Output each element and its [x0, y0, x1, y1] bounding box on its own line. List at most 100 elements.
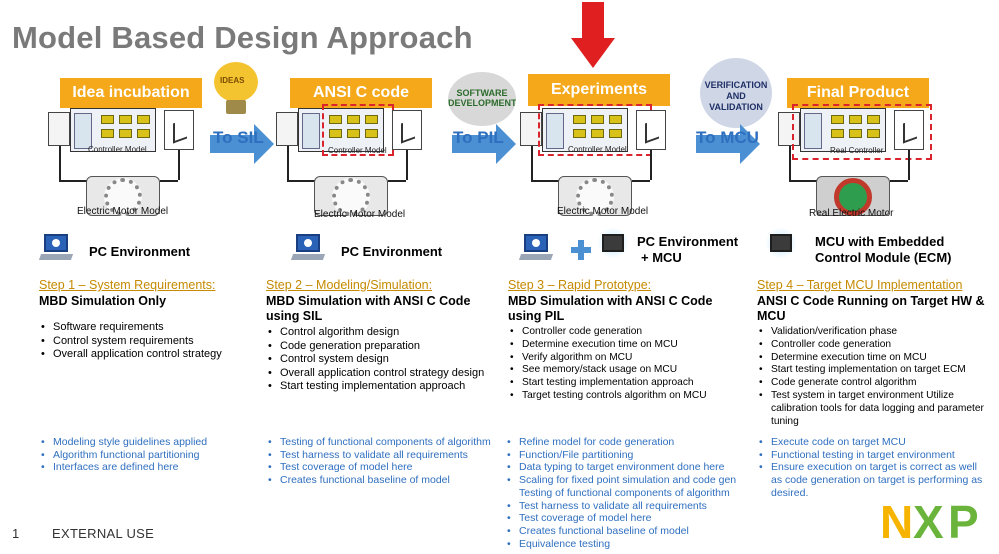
step-2-column: Step 2 – Modeling/Simulation: MBD Simula…	[266, 278, 502, 394]
to-sil-label: To SIL	[213, 128, 264, 147]
list-item: Start testing implementation approach	[266, 380, 502, 394]
step-heading: Step 2 – Modeling/Simulation:	[266, 278, 433, 292]
step-heading: Step 4 – Target MCU Implementation	[757, 278, 963, 292]
inverter-icon	[894, 110, 924, 150]
inverter-icon	[392, 110, 422, 150]
list-item: Verify algorithm on MCU	[508, 352, 748, 365]
motor-label: Electric Motor Model	[77, 206, 169, 217]
step-title: MBD Simulation with ANSI C Code using PI…	[508, 294, 713, 323]
feedback-block	[276, 112, 298, 146]
real-motor-icon	[816, 176, 890, 216]
motor-label: Electric Motor Model	[314, 209, 406, 220]
controller-model-block	[542, 108, 628, 152]
stage-experiments: Experiments	[528, 74, 670, 106]
diagram-experiments: Controller Model	[520, 104, 670, 223]
feedback-block	[520, 112, 542, 146]
list-item: Data typing to target environment done h…	[505, 461, 749, 474]
env-label: PC Environment	[341, 244, 443, 259]
stage-ansi-c-code: ANSI C code	[290, 78, 432, 108]
list-item: Software requirements	[39, 321, 271, 335]
step-1-column: Step 1 – System Requirements: MBD Simula…	[39, 278, 271, 362]
env-label-line2: + MCU	[641, 250, 682, 265]
feedback-block	[778, 112, 800, 146]
lightbulb-icon: IDEAS	[214, 62, 258, 118]
diagram-ansi-c-code: Controller Model	[276, 104, 426, 223]
to-pil-label: To PIL	[453, 128, 504, 147]
list-item: Creates functional baseline of model	[266, 474, 496, 487]
list-item: Control system requirements	[39, 335, 271, 349]
env-label-line2: Control Module (ECM)	[815, 250, 952, 265]
list-item: Overall application control strategy des…	[266, 367, 502, 381]
list-item: Target testing controls algorithm on MCU	[508, 390, 748, 403]
list-item: Execute code on target MCU	[757, 436, 989, 449]
list-item: See memory/stack usage on MCU	[508, 364, 748, 377]
list-item: Determine execution time on MCU	[508, 339, 748, 352]
pc-icon	[290, 232, 326, 262]
word-cloud-icon: SOFTWARE DEVELOPMENT	[448, 72, 516, 126]
controller-block	[800, 108, 886, 152]
pc-icon	[38, 232, 74, 262]
step-2-notes: Testing of functional components of algo…	[266, 436, 496, 487]
inverter-icon	[636, 110, 666, 150]
step-heading: Step 3 – Rapid Prototype:	[508, 278, 652, 292]
page-number: 1	[12, 526, 20, 541]
list-item: Code generate control algorithm	[757, 377, 989, 390]
arrow-to-pil-icon	[452, 124, 516, 164]
mcu-chip-icon	[594, 228, 632, 258]
red-down-arrow-icon	[571, 2, 615, 72]
list-item: Code generation preparation	[266, 340, 502, 354]
controller-label: Controller Model	[568, 145, 627, 154]
step-4-column: Step 4 – Target MCU Implementation ANSI …	[757, 278, 989, 428]
arrow-to-mcu-icon	[696, 124, 760, 164]
list-item: Test coverage of model here	[266, 461, 496, 474]
list-item: Validation/verification phase	[757, 326, 989, 339]
motor-label: Electric Motor Model	[557, 206, 649, 217]
highlight-box	[792, 104, 932, 160]
feedback-block	[48, 112, 70, 146]
step-title: MBD Simulation with ANSI C Code using SI…	[266, 294, 471, 323]
step-3-notes: Refine model for code generation Functio…	[505, 436, 749, 550]
list-item: Start testing implementation approach	[508, 377, 748, 390]
step-title: ANSI C Code Running on Target HW & MCU	[757, 294, 985, 323]
list-item: Controller code generation	[508, 326, 748, 339]
list-item: Scaling for fixed point simulation and c…	[505, 474, 749, 499]
mcu-chip-icon	[762, 228, 800, 258]
motor-icon	[558, 176, 632, 216]
page-title: Model Based Design Approach	[12, 20, 473, 55]
step-heading: Step 1 – System Requirements:	[39, 278, 216, 292]
diagram-final-product: Real Controller	[778, 104, 932, 223]
list-item: Determine execution time on MCU	[757, 352, 989, 365]
step-1-notes: Modeling style guidelines applied Algori…	[39, 436, 259, 474]
inverter-icon	[164, 110, 194, 150]
motor-icon	[314, 176, 388, 216]
arrow-to-sil-icon	[210, 124, 274, 164]
list-item: Modeling style guidelines applied	[39, 436, 259, 449]
plus-icon	[571, 240, 591, 260]
footer-classification: EXTERNAL USE	[52, 526, 155, 541]
controller-label: Real Controller	[830, 146, 884, 155]
motor-icon	[86, 176, 160, 216]
list-item: Testing of functional components of algo…	[266, 436, 496, 449]
controller-model-block	[298, 108, 384, 152]
env-label-line1: MCU with Embedded	[815, 234, 945, 249]
word-cloud-icon: VERIFICATION AND VALIDATION	[700, 58, 772, 128]
controller-label: Controller Model	[328, 146, 387, 155]
motor-label: Real Electric Motor	[809, 208, 894, 219]
list-item: Test system in target environment Utiliz…	[757, 390, 989, 428]
controller-label: Controller Model	[88, 145, 147, 154]
list-item: Control algorithm design	[266, 326, 502, 340]
list-item: Controller code generation	[757, 339, 989, 352]
list-item: Test harness to validate all requirement…	[266, 449, 496, 462]
list-item: Functional testing in target environment	[757, 449, 989, 462]
list-item: Ensure execution on target is correct as…	[757, 461, 989, 499]
nxp-logo: N X P	[880, 496, 979, 548]
list-item: Test coverage of model here	[505, 512, 749, 525]
to-mcu-label: To MCU	[696, 128, 759, 147]
list-item: Overall application control strategy	[39, 348, 271, 362]
list-item: Refine model for code generation	[505, 436, 749, 449]
list-item: Start testing implementation on target E…	[757, 364, 989, 377]
list-item: Control system design	[266, 353, 502, 367]
list-item: Interfaces are defined here	[39, 461, 259, 474]
list-item: Function/File partitioning	[505, 449, 749, 462]
diagram-idea-incubation: Controller Model	[48, 108, 198, 223]
